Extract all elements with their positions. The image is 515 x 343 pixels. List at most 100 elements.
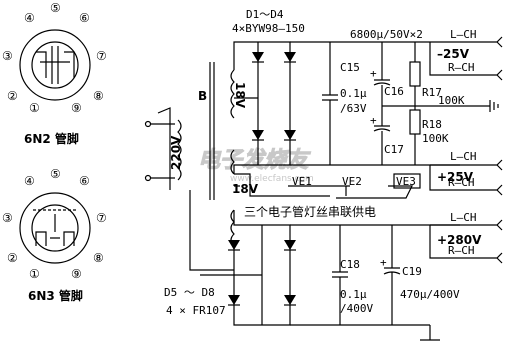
output-lch-3: L—CH (450, 211, 477, 224)
pin-label: ② (7, 251, 18, 265)
transformer-b: 220V B 18V (169, 62, 247, 247)
tube-6n2-inner (31, 41, 79, 89)
output-rch-3: R—CH (448, 244, 475, 257)
mains-input (144, 107, 175, 190)
pin-label: ⑨ (71, 101, 82, 115)
resistor-r18 (409, 109, 421, 135)
bridge-wiring (233, 41, 291, 174)
heater-wiring (234, 173, 330, 197)
diode-d2 (284, 52, 296, 62)
watermark-brand: 电子发烧友 (198, 147, 311, 173)
tube-6n3-pinout: ④ ⑤ ⑥ ③ ⑦ ② ① ⑨ ⑧ 6N3 管脚 (2, 167, 107, 303)
output-minus25-lines (429, 36, 503, 81)
tube-6n2-electrodes (36, 46, 75, 84)
bridge-d1-d4 (233, 41, 296, 174)
ground-symbol (480, 100, 499, 112)
diode-d5 (228, 240, 240, 250)
pin-label: ② (7, 89, 18, 103)
output-lch-2: L—CH (450, 150, 477, 163)
diode-d4 (284, 130, 296, 140)
pin-label: ① (29, 101, 40, 115)
hv-ground (420, 325, 440, 341)
diode-d3 (252, 130, 264, 140)
pin-label: ⑦ (96, 211, 107, 225)
mains-terminal-2 (144, 174, 152, 182)
heater-filaments (288, 185, 413, 199)
pin-label: ③ (2, 49, 13, 63)
heater-winding (230, 149, 235, 175)
tube-6n3-electrodes (35, 214, 75, 246)
heater-caption: 三个电子管灯丝串联供电 (244, 204, 376, 219)
output-rch-2: R—CH (448, 176, 475, 189)
diode-d7 (228, 295, 240, 305)
diodes-top-part: 4×BYW98—150 (232, 22, 305, 35)
c15-value-2: /63V (340, 102, 367, 115)
pin-label: ⑦ (96, 49, 107, 63)
r18-label: R18 (422, 118, 442, 131)
main-cap-label: 6800μ/50V×2 (350, 28, 423, 41)
plus-sign: + (370, 67, 377, 80)
c18-value-1: 0.1μ (340, 288, 367, 301)
capacitor-c19 (383, 225, 401, 325)
diodes-bottom-label: D5 ～ D8 (164, 286, 215, 299)
ve3-label: VE3 (396, 175, 416, 188)
tube-6n2-outer (19, 29, 91, 101)
plus-sign: + (380, 256, 387, 269)
pin-label: ⑧ (93, 251, 104, 265)
ve3-box (393, 173, 421, 189)
secondary-voltage-label: 18V (233, 82, 247, 109)
c17-label: C17 (384, 143, 404, 156)
pin-label: ④ (24, 11, 35, 25)
mains-wires (151, 123, 160, 179)
pin-label: ⑤ (50, 1, 61, 15)
diode-d6 (284, 240, 296, 250)
r18-value: 100K (422, 132, 449, 145)
tube-6n2-title: 6N2 管脚 (24, 131, 79, 146)
tube-6n2-pinout: ④ ⑤ ⑥ ③ ⑦ ② ① ⑨ ⑧ 6N2 管脚 (2, 1, 107, 146)
dc-rails (290, 41, 460, 166)
heater-voltage: 18V (232, 182, 259, 196)
output-voltage-plus280: +280V (437, 233, 482, 247)
resistor-wiring (382, 42, 480, 165)
pin-label: ⑥ (79, 174, 90, 188)
output-voltage-minus25: –25V (437, 47, 470, 61)
output-voltage-plus25: +25V (437, 170, 474, 184)
mains-terminal-1 (144, 120, 152, 128)
diode-d1 (252, 52, 264, 62)
pin-label: ① (29, 267, 40, 281)
transformer-label: B (198, 89, 207, 103)
hv-ac-feed (189, 190, 262, 276)
r17-label: R17 (422, 86, 442, 99)
tube-6n3-title: 6N3 管脚 (28, 288, 83, 303)
resistor-r17 (409, 61, 421, 87)
pin-label: ⑤ (50, 167, 61, 181)
bridge-d5-d8 (189, 190, 296, 326)
c15-label: C15 (340, 61, 360, 74)
hv-bridge-wiring (233, 210, 291, 326)
ve2-label: VE2 (342, 175, 362, 188)
output-plus25-lines (429, 159, 503, 196)
capacitor-c15 (322, 42, 338, 165)
output-rch-1: R—CH (448, 61, 475, 74)
c18-value-2: /400V (340, 302, 373, 315)
pin-label: ④ (24, 174, 35, 188)
diodes-bottom-part: 4 × FR107 (166, 304, 226, 317)
c15-value-1: 0.1μ (340, 87, 367, 100)
c19-value: 470μ/400V (400, 288, 460, 301)
primary-voltage-label: 220V (169, 135, 183, 170)
c18-label: C18 (340, 258, 360, 271)
output-plus280-lines (429, 219, 503, 264)
r17-value: 100K (438, 94, 465, 107)
c16-label: C16 (384, 85, 404, 98)
mains-switch (157, 107, 175, 190)
pin-label: ⑥ (79, 11, 90, 25)
hv-rails (290, 224, 460, 326)
c19-label: C19 (402, 265, 422, 278)
pin-label: ⑧ (93, 89, 104, 103)
primary-winding (177, 119, 182, 181)
watermark-url: www.elecfans.com (230, 174, 314, 184)
capacitor-c18 (332, 225, 348, 325)
diode-d8 (284, 295, 296, 305)
capacitor-curved-plates (373, 82, 391, 132)
